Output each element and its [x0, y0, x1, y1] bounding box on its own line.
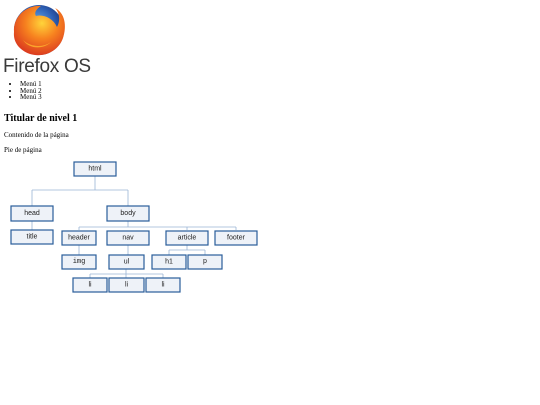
node-label: li: [125, 282, 129, 289]
page-footer: Pie de página: [4, 146, 42, 154]
node-label: li: [161, 282, 165, 289]
node-html: html: [73, 161, 117, 177]
node-img: img: [61, 254, 97, 270]
node-body: body: [106, 205, 150, 222]
node-label: nav: [122, 235, 134, 242]
menu-list: Menú 1 Menú 2 Menú 3: [0, 81, 42, 101]
node-label: p: [203, 258, 207, 266]
node-label: img: [73, 258, 86, 266]
node-h1: h1: [151, 254, 187, 270]
node-title: title: [10, 229, 54, 245]
page-heading: Titular de nivel 1: [4, 113, 78, 124]
node-label: article: [178, 235, 197, 242]
node-head: head: [10, 205, 54, 222]
node-label: body: [120, 210, 136, 217]
node-ul: ul: [108, 254, 145, 270]
node-li-3: li: [145, 277, 181, 293]
node-label: header: [68, 235, 90, 242]
logo-wordmark: Firefox OS: [3, 56, 91, 77]
node-label: li: [88, 282, 92, 289]
menu-item[interactable]: Menú 2: [20, 87, 42, 95]
node-li-1: li: [72, 277, 108, 293]
tree-edges: [31, 176, 237, 278]
node-li-2: li: [108, 277, 145, 293]
node-header: header: [61, 230, 97, 246]
node-nav: nav: [106, 230, 150, 246]
node-label: h1: [165, 259, 173, 266]
node-label: head: [24, 210, 40, 217]
node-article: article: [165, 230, 209, 246]
node-footer: footer: [214, 230, 258, 246]
node-label: html: [88, 166, 102, 173]
node-label: ul: [124, 259, 130, 266]
page-content: Contenido de la página: [4, 131, 69, 139]
firefox-logo-icon: [13, 5, 65, 56]
node-label: title: [27, 234, 38, 241]
firefox-os-logo: Firefox OS: [3, 2, 93, 77]
node-p: p: [187, 254, 223, 270]
menu-item[interactable]: Menú 1: [20, 81, 42, 88]
node-label: footer: [227, 235, 246, 242]
menu-item[interactable]: Menú 3: [20, 94, 42, 101]
